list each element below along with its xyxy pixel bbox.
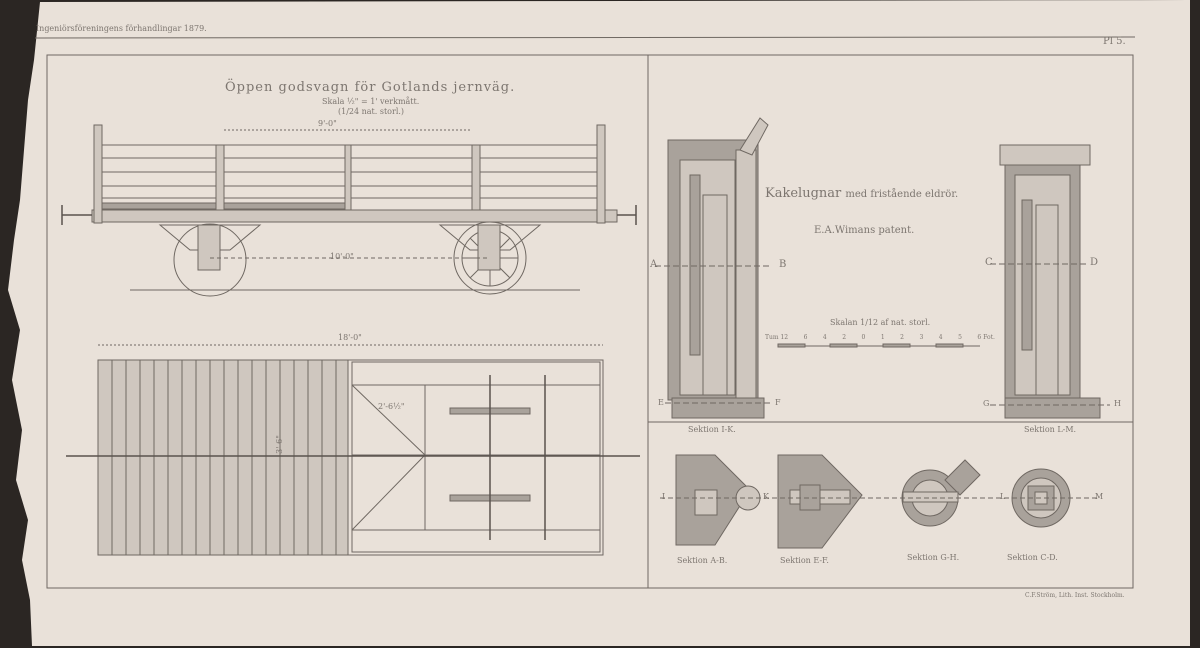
stove-scale-ticks: Tum 12 6 4 2 0 1 2 3 4 5 6 Fot. — [765, 334, 995, 341]
dim-width: 3'-6" — [274, 435, 284, 454]
mark-d: D — [1090, 257, 1099, 268]
section-label-e-f: Sektion E-F. — [780, 556, 829, 565]
stove-section-i-k — [667, 117, 769, 419]
section-label-a-b: Sektion A-B. — [677, 556, 728, 565]
wagon-title: Öppen godsvagn för Gotlands jernväg. — [225, 80, 516, 95]
section-label-c-d: Sektion C-D. — [1007, 553, 1058, 562]
section-label-i-k: Sektion I-K. — [688, 425, 736, 434]
wagon-plan-view — [66, 344, 640, 556]
mark-k: K — [763, 492, 769, 501]
scale-tick: 0 — [861, 334, 866, 341]
mark-g: G — [983, 399, 990, 408]
wagon-side-elevation — [61, 124, 637, 297]
plate-frame — [46, 54, 1134, 589]
scale-tick: 2 — [900, 334, 904, 341]
scale-tick: 3 — [919, 334, 924, 341]
printer-imprint: C.F.Ström, Lith. Inst. Stockholm. — [1025, 592, 1125, 599]
mark-f: F — [775, 398, 781, 407]
wagon-scale-note: (1/24 nat. storl.) — [338, 107, 405, 116]
dim-top-length: 9'-0" — [318, 119, 337, 128]
stove-title-main: Kakelugnar — [765, 186, 842, 201]
stove-scale-bar — [777, 343, 980, 348]
section-label-l-m: Sektion L-M. — [1024, 425, 1077, 434]
wagon-scale: Skala ½" = 1' verkmått. — [322, 97, 420, 106]
mark-e: E — [658, 398, 664, 407]
dim-total-length: 18'-0" — [338, 333, 362, 342]
stove-scale: Skalan 1/12 af nat. storl. — [830, 318, 931, 327]
journal-header: Ingeniörsföreningens förhandlingar 1879. — [36, 24, 207, 33]
dim-side-height: 2'-6½" — [378, 402, 405, 411]
mark-h: H — [1114, 399, 1121, 408]
stove-title: Kakelugnar med fristående eldrör. — [765, 186, 958, 201]
stove-section-l-m — [999, 144, 1101, 419]
mark-l: L — [1000, 492, 1006, 501]
scale-tick: 4 — [822, 334, 827, 341]
mark-b: B — [779, 259, 787, 270]
section-label-g-h: Sektion G-H. — [907, 553, 960, 562]
stove-patent: E.A.Wimans patent. — [814, 225, 915, 236]
mark-a: A — [650, 259, 658, 270]
scale-tick: Tum 12 — [765, 334, 789, 341]
mark-m: M — [1095, 492, 1104, 501]
stove-title-rest: med fristående eldrör. — [845, 189, 959, 200]
dim-wheelbase: 10'-0" — [330, 252, 354, 261]
scale-tick: 6 — [803, 334, 808, 341]
scale-tick: 2 — [842, 334, 847, 341]
header-rule — [34, 36, 1136, 39]
scale-tick: 5 — [958, 334, 962, 341]
mark-c: C — [985, 257, 993, 268]
scale-tick: 6 Fot. — [977, 334, 995, 341]
scale-tick: 4 — [938, 334, 943, 341]
plate-number: Pl 5. — [1103, 36, 1126, 47]
scale-tick: 1 — [880, 334, 885, 341]
mark-i: I — [662, 492, 666, 501]
